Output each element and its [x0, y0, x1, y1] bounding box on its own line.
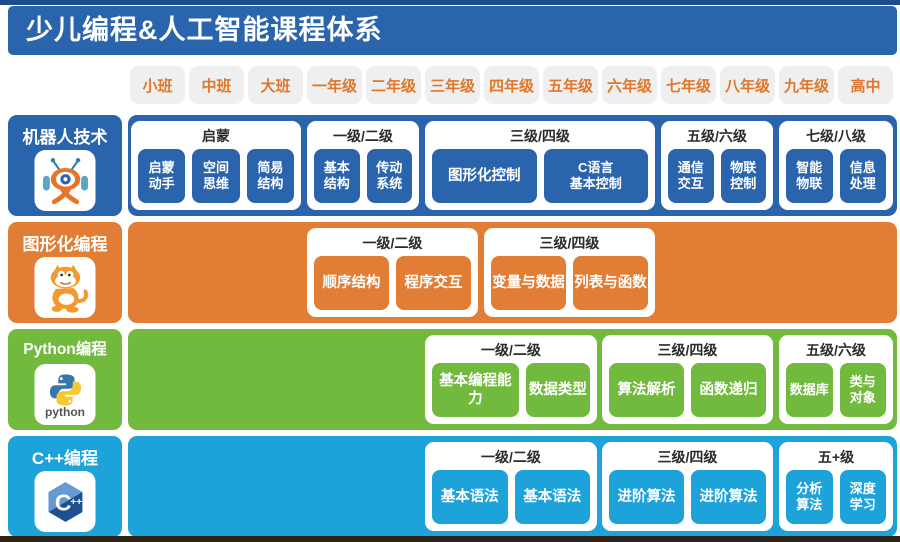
grade-chip: 中班 [189, 66, 244, 104]
level-group: 五+级 分析 算法 深度 学习 [779, 442, 893, 531]
cpp-letter: C [54, 489, 71, 515]
track-sidebar: 机器人技术 [8, 115, 122, 216]
level-group-title: 一级/二级 [481, 342, 541, 358]
level-group: 七级/八级 智能 物联 信息 处理 [779, 121, 893, 210]
page-title: 少儿编程&人工智能课程体系 [26, 15, 383, 45]
track-title: 机器人技术 [22, 128, 108, 147]
level-group: 一级/二级 基本 结构 传动 系统 [307, 121, 419, 210]
level-group-title: 一级/二级 [333, 128, 393, 144]
track-title: 图形化编程 [22, 235, 108, 254]
level-group-title: 一级/二级 [481, 449, 541, 465]
course-card: 算法解析 [609, 363, 684, 417]
grade-chip: 小班 [130, 66, 185, 104]
cpp-plusplus: ++ [70, 497, 82, 508]
level-group: 三级/四级 变量与数据 列表与函数 [484, 228, 655, 317]
course-card: 分析 算法 [786, 470, 833, 524]
course-card: 进阶算法 [691, 470, 766, 524]
track-band: 一级/二级 顺序结构 程序交互 三级/四级 变量与数据 列表与函数 [128, 222, 897, 323]
track-row-robotics: 机器人技术 启蒙 [0, 115, 900, 216]
level-group-title: 三级/四级 [539, 235, 600, 251]
level-group-title: 七级/八级 [806, 128, 866, 144]
course-card: 信息 处理 [839, 149, 886, 203]
level-group-title: 五级/六级 [806, 342, 866, 358]
level-group-title: 三级/四级 [510, 128, 570, 144]
cpp-icon: C ++ [34, 471, 96, 532]
track-sidebar: Python编程 python [8, 329, 122, 430]
course-card: 传动 系统 [366, 149, 412, 203]
grade-chip: 四年级 [484, 66, 539, 104]
course-card: 函数递归 [691, 363, 766, 417]
level-group-title: 五+级 [817, 449, 855, 465]
python-wordmark: python [45, 404, 85, 419]
grade-chip: 六年级 [602, 66, 657, 104]
grade-chip: 高中 [838, 66, 893, 104]
course-card: 列表与函数 [573, 256, 648, 310]
course-card: 图形化控制 [432, 149, 537, 203]
course-card: 基本语法 [432, 470, 508, 524]
track-band: 一级/二级 基本语法 基本语法 三级/四级 进阶算法 进阶算法 五+级 分析 算… [128, 436, 897, 537]
grade-chip: 五年级 [543, 66, 598, 104]
course-card: 空间 思维 [192, 149, 240, 203]
course-card: 类与 对象 [839, 363, 886, 417]
track-row-cpp: C++编程 C ++ 一级/二级 基本语法 基本语法 三级/ [0, 436, 900, 537]
course-card: 顺序结构 [314, 256, 389, 310]
python-icon: python [34, 364, 96, 425]
level-group: 三级/四级 图形化控制 C语言 基本控制 [425, 121, 655, 210]
track-band: 一级/二级 基本编程能力 数据类型 三级/四级 算法解析 函数递归 五级/六级 … [128, 329, 897, 430]
top-border [0, 0, 900, 5]
track-sidebar: C++编程 C ++ [8, 436, 122, 537]
level-group: 五级/六级 通信 交互 物联 控制 [661, 121, 773, 210]
course-card: 数据库 [786, 363, 833, 417]
course-card: 程序交互 [396, 256, 471, 310]
level-group-title: 三级/四级 [657, 342, 718, 358]
grade-chip: 八年级 [720, 66, 775, 104]
level-group-title: 一级/二级 [362, 235, 423, 251]
course-card: 物联 控制 [720, 149, 766, 203]
level-group: 一级/二级 基本编程能力 数据类型 [425, 335, 597, 424]
course-card: 基本 结构 [314, 149, 360, 203]
track-band: 启蒙 启蒙 动手 空间 思维 简易 结构 一级/二级 基本 结构 传动 系统 三… [128, 115, 897, 216]
course-card: 启蒙 动手 [138, 149, 186, 203]
track-title: C++编程 [31, 449, 99, 468]
course-card: 变量与数据 [491, 256, 566, 310]
level-group: 一级/二级 基本语法 基本语法 [425, 442, 597, 531]
course-card: 通信 交互 [668, 149, 714, 203]
level-group: 启蒙 启蒙 动手 空间 思维 简易 结构 [131, 121, 301, 210]
level-group-title: 启蒙 [202, 128, 230, 144]
course-card: 进阶算法 [609, 470, 684, 524]
track-sidebar: 图形化编程 [8, 222, 122, 323]
level-group: 三级/四级 进阶算法 进阶算法 [602, 442, 773, 531]
level-group: 五级/六级 数据库 类与 对象 [779, 335, 893, 424]
grade-chip: 大班 [248, 66, 303, 104]
header-bar: 少儿编程&人工智能课程体系 [8, 6, 897, 55]
bottom-border [0, 536, 900, 542]
course-card: 简易 结构 [246, 149, 294, 203]
course-card: C语言 基本控制 [543, 149, 648, 203]
track-row-graphical: 图形化编程 [0, 222, 900, 323]
level-group: 三级/四级 算法解析 函数递归 [602, 335, 773, 424]
course-card: 基本编程能力 [432, 363, 519, 417]
level-group-title: 三级/四级 [657, 449, 718, 465]
level-group: 一级/二级 顺序结构 程序交互 [307, 228, 478, 317]
grade-chip: 一年级 [307, 66, 362, 104]
grade-chip: 七年级 [661, 66, 716, 104]
course-card: 深度 学习 [839, 470, 886, 524]
track-row-python: Python编程 python 一级/二级 基本编程能力 数据类型 [0, 329, 900, 430]
grade-chip: 三年级 [425, 66, 480, 104]
course-card: 基本语法 [514, 470, 590, 524]
scratch-cat-icon [34, 257, 96, 318]
track-title: Python编程 [23, 341, 107, 358]
course-card: 智能 物联 [786, 149, 833, 203]
grade-chip: 二年级 [366, 66, 421, 104]
robot-icon [34, 150, 96, 211]
level-group-title: 五级/六级 [687, 128, 747, 144]
course-card: 数据类型 [525, 363, 590, 417]
grade-chip: 九年级 [779, 66, 834, 104]
